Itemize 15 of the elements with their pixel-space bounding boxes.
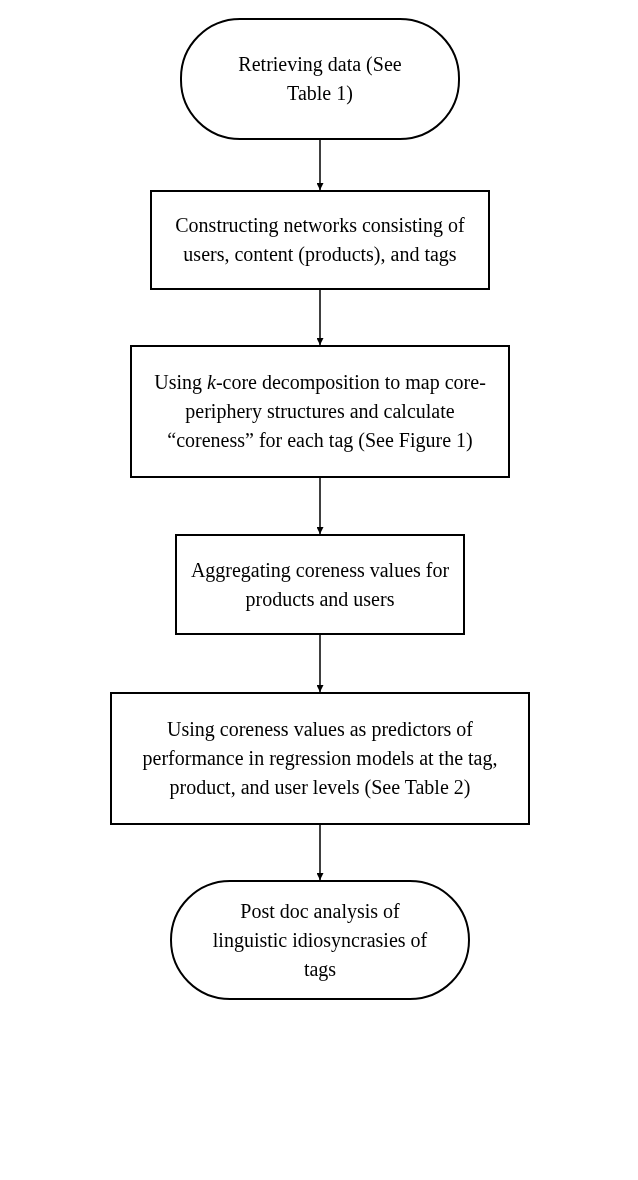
- step-text: Using k-core decomposition to map core-periphery structures and calculate “coreness” for each tag (See Figure 1): [153, 370, 487, 454]
- arrow: [316, 139, 324, 191]
- arrow: [316, 634, 324, 693]
- arrow: [316, 477, 324, 535]
- step-text: Constructing networks consisting of users, content (products), and tags: [174, 213, 466, 268]
- step-text: Aggregating coreness values for products and users: [189, 557, 451, 613]
- process-box: [110, 692, 530, 825]
- step-text: Using coreness values as predictors of performance in regression models at the tag, product, and user levels (See Table 2): [141, 717, 499, 801]
- arrow: [316, 289, 324, 346]
- arrow: [316, 824, 324, 881]
- step-text: Retrieving data (See Table 1): [237, 52, 403, 107]
- process-box: [130, 345, 510, 478]
- process-box: [175, 534, 465, 635]
- step-text: Post doc analysis of linguistic idiosyncrasies of tags: [212, 898, 428, 983]
- process-box: [150, 190, 490, 290]
